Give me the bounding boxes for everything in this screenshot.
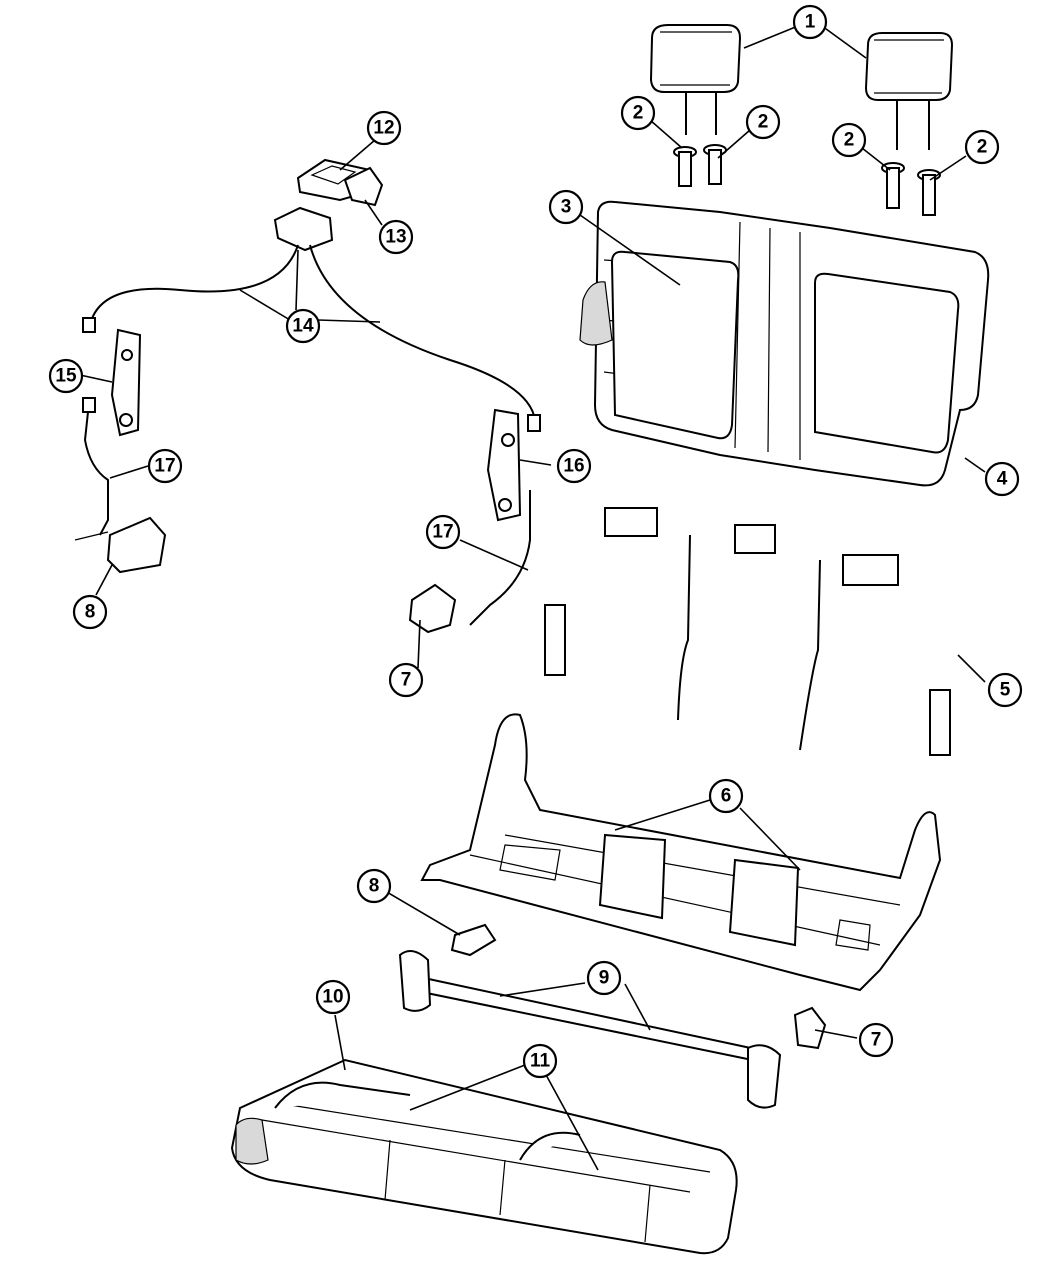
callout-12: 12 [366,110,402,146]
callout-17-b: 17 [425,514,461,550]
latch-lower-right [793,1006,827,1050]
svg-text:3: 3 [561,197,572,218]
cable-junction [273,206,334,252]
callout-15: 15 [48,358,84,394]
svg-text:16: 16 [563,456,584,477]
svg-text:2: 2 [844,130,855,151]
svg-text:11: 11 [530,1051,551,1072]
seat-latch-left [74,516,167,574]
svg-text:7: 7 [871,1030,882,1051]
callout-2-d: 2 [964,129,1000,165]
callout-10: 10 [315,979,351,1015]
svg-text:17: 17 [154,456,175,477]
svg-text:9: 9 [599,968,610,989]
handle-bezel [343,166,384,207]
svg-text:15: 15 [55,366,77,387]
callout-13: 13 [378,219,414,255]
seat-back-cushion [579,200,990,487]
callout-7-b: 7 [858,1022,894,1058]
svg-text:13: 13 [385,227,406,248]
cable-to-latch-right [469,490,531,626]
callout-4: 4 [984,461,1020,497]
callout-11: 11 [522,1043,558,1079]
seat-latch-right [408,583,457,634]
guide-sleeve-2 [703,144,727,185]
guide-sleeve-4 [917,169,941,216]
callout-14: 14 [285,308,321,344]
svg-text:7: 7 [401,670,412,691]
svg-text:6: 6 [721,786,732,807]
svg-text:2: 2 [633,103,644,124]
seat-cushion [230,1058,738,1255]
svg-text:10: 10 [322,987,343,1008]
recliner-right [486,408,541,522]
callout-8-b: 8 [356,868,392,904]
seat-cushion-frame [420,713,942,992]
svg-text:2: 2 [758,112,769,133]
svg-text:1: 1 [805,12,816,33]
callout-7-a: 7 [388,662,424,698]
svg-text:17: 17 [432,522,453,543]
callout-6: 6 [708,778,744,814]
guide-sleeve-3 [881,162,905,209]
headrest-left [649,24,742,135]
latch-striker-lower [450,923,497,957]
headrest-right [864,32,954,150]
recliner-left [82,317,142,437]
release-cable-left [89,244,299,326]
callout-1: 1 [792,4,828,40]
svg-text:8: 8 [85,602,96,623]
callout-5: 5 [987,672,1023,708]
svg-text:2: 2 [977,137,988,158]
callout-16: 16 [556,448,592,484]
svg-text:14: 14 [292,316,314,337]
svg-text:8: 8 [369,876,380,897]
leader-lines [79,25,986,1171]
svg-text:5: 5 [1000,680,1011,701]
callout-2-c: 2 [831,122,867,158]
svg-text:4: 4 [997,469,1008,490]
callout-9: 9 [586,960,622,996]
svg-text:12: 12 [373,118,394,139]
callout-2-a: 2 [620,95,656,131]
seat-back-frame [544,496,968,784]
cable-to-latch-left [83,411,109,536]
callout-17-a: 17 [147,448,183,484]
release-cable-right [309,244,536,421]
callout-8-a: 8 [72,594,108,630]
latch-bar [398,950,782,1109]
callout-2-b: 2 [745,104,781,140]
guide-sleeve-1 [673,146,697,187]
callout-3: 3 [548,189,584,225]
